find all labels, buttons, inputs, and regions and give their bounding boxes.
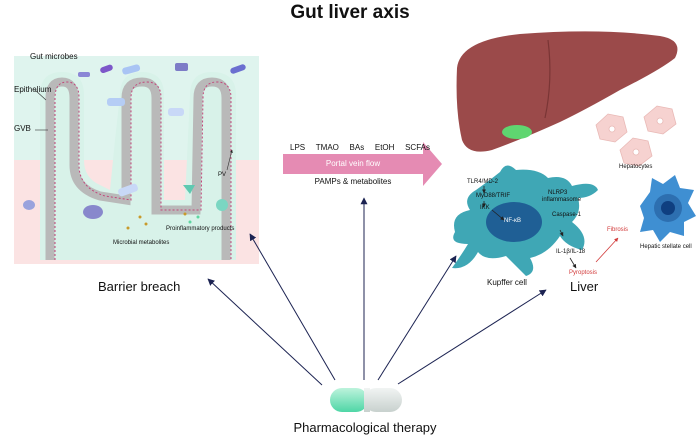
microbe <box>100 64 113 74</box>
molecule-lps: LPS <box>290 143 306 152</box>
liver-shape <box>456 31 678 152</box>
portal-vein-arrow <box>283 142 442 186</box>
label-myd88: MyD88/TRIF <box>476 193 511 199</box>
capsule-pill <box>330 388 402 412</box>
diagram-title: Gut liver axis <box>290 2 410 23</box>
arrow-to-kupffer <box>377 255 457 381</box>
immune-cell <box>23 200 35 210</box>
label-ikk: IKK <box>480 205 490 211</box>
kupffer-cell <box>452 165 619 276</box>
microbe <box>122 64 141 75</box>
microbe <box>107 98 125 106</box>
molecule-bas: BAs <box>349 143 365 152</box>
immune-cell <box>216 199 228 211</box>
label-inflammasome: inflammasome <box>542 197 582 203</box>
translocated-microbe <box>183 185 195 194</box>
label-tlr4: TLR4/MD-2 <box>467 179 499 185</box>
label-il1b-il18: IL-1β/IL-18 <box>556 249 586 255</box>
label-nlrp3: NLRP3 <box>548 190 568 196</box>
label-hepatocytes: Hepatocytes <box>619 164 653 170</box>
pv-pointer <box>226 149 233 171</box>
liver-organ <box>456 31 678 152</box>
gvb-layer <box>54 81 232 260</box>
caption-liver: Liver <box>570 279 599 294</box>
label-epithelium: Epithelium <box>14 85 52 94</box>
caption-kupffer-cell: Kupffer cell <box>487 278 527 287</box>
gallbladder <box>502 125 532 139</box>
microbe <box>168 108 184 116</box>
label-gut-microbes: Gut microbes <box>30 52 78 61</box>
label-caspase-1: Caspase-1 <box>552 212 582 218</box>
label-pv: PV <box>218 172 227 178</box>
epithelium-pointer <box>34 89 47 101</box>
molecule-tmao: TMAO <box>315 143 339 152</box>
label-proinflammatory-products: Proinflammatory products <box>166 226 235 232</box>
label-pamps-metabolites: PAMPs & metabolites <box>314 177 392 186</box>
immune-cell <box>83 205 103 219</box>
microbe <box>118 183 138 197</box>
label-microbial-metabolites: Microbial metabolites <box>113 240 170 246</box>
epithelium-layer <box>45 77 231 260</box>
kupffer-nucleus <box>486 202 542 242</box>
label-hepatic-stellate-cell: Hepatic stellate cell <box>640 244 692 250</box>
hepatocytes <box>595 105 677 167</box>
portal-molecules: LPS TMAO BAs EtOH SCFAs <box>290 143 430 152</box>
caption-pharmacological-therapy: Pharmacological therapy <box>293 420 437 435</box>
label-gvb: GVB <box>14 124 31 133</box>
caption-barrier-breach: Barrier breach <box>98 279 181 294</box>
microbe <box>175 63 188 71</box>
molecule-scfas: SCFAs <box>405 143 430 152</box>
microbe <box>230 64 246 74</box>
arrow-to-barrier <box>207 278 323 386</box>
label-fibrosis: Fibrosis <box>607 227 629 233</box>
hepatic-stellate-cell <box>640 175 696 242</box>
arrow-to-liver <box>397 289 547 385</box>
label-pyroptosis: Pyroptosis <box>569 270 598 276</box>
microbe <box>78 72 90 77</box>
label-portal-vein-flow: Portal vein flow <box>325 159 381 168</box>
label-nfkb: NF-κB <box>504 218 521 224</box>
gut-panel <box>14 56 259 264</box>
molecule-etoh: EtOH <box>374 143 395 152</box>
arrow-to-gut <box>249 233 336 381</box>
liver-ligament <box>544 39 551 119</box>
